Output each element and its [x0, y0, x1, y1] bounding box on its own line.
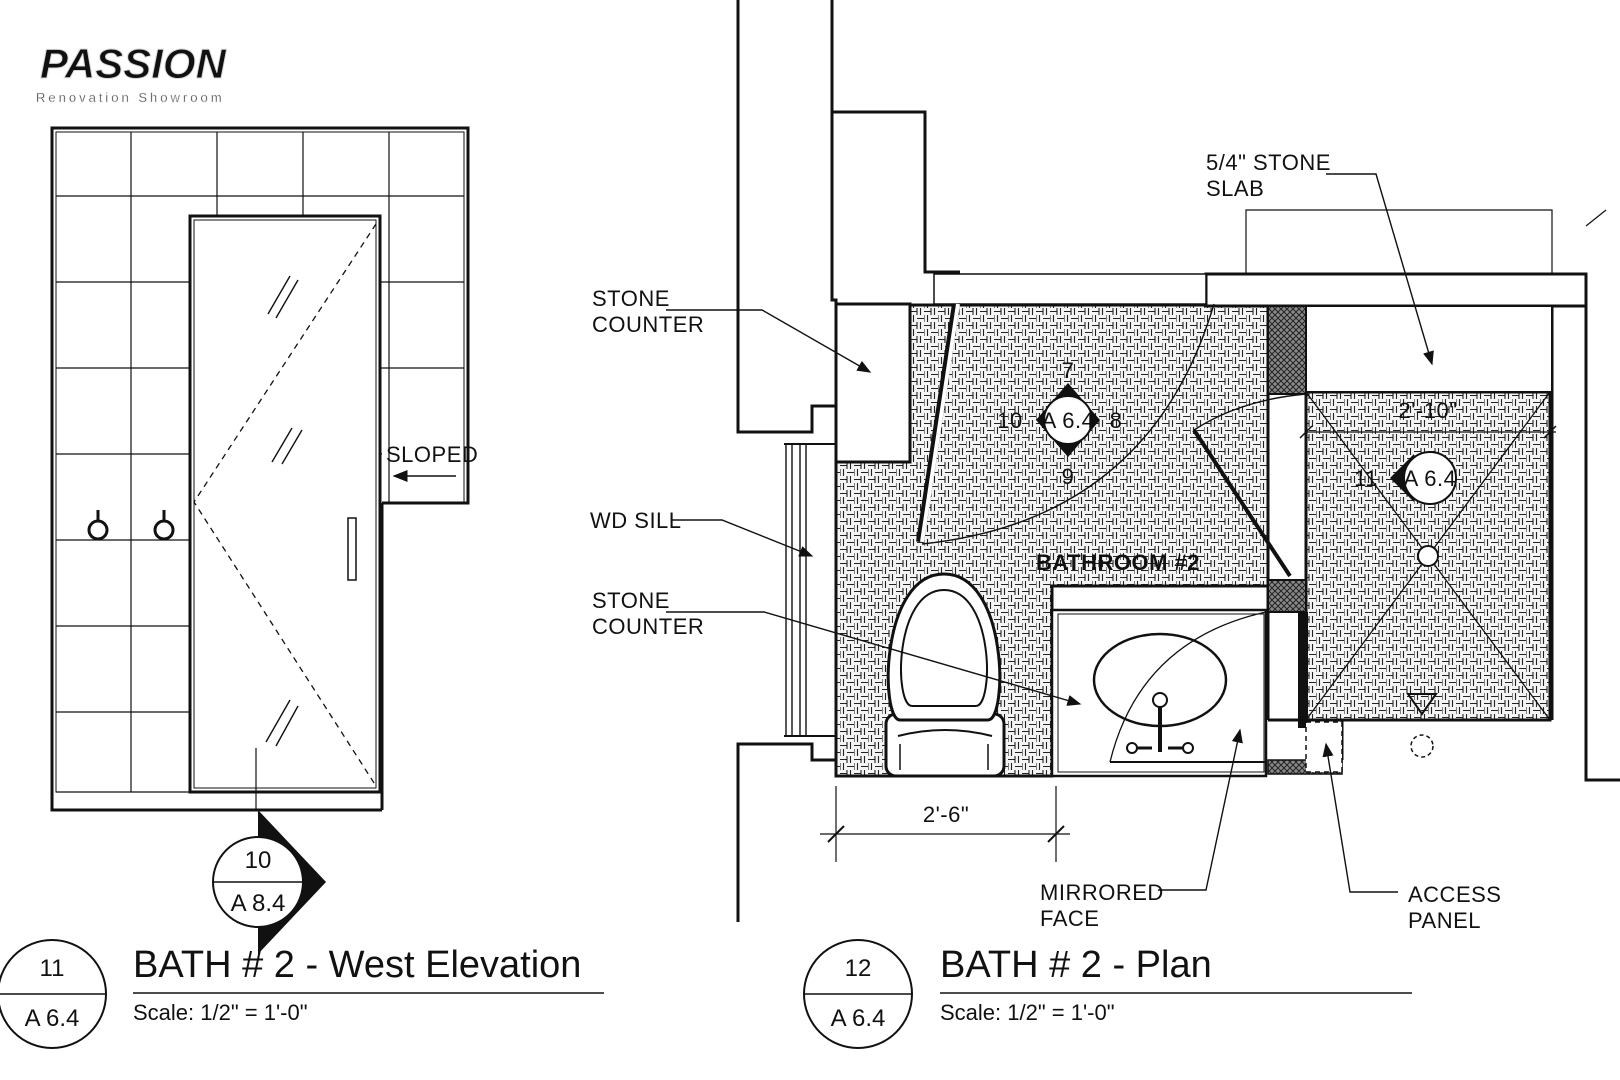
section-marker-number: 10	[245, 847, 272, 874]
view-title: BATH # 2 - West Elevation	[133, 944, 581, 986]
glass-shower-door	[188, 214, 382, 794]
access-panel-line2: PANEL	[1408, 908, 1481, 933]
wd-sill-text: WD SILL	[590, 508, 682, 533]
elevation-marker-west: 10	[997, 408, 1022, 433]
shower-glass-door	[1192, 428, 1292, 578]
plan-view-scale: Scale: 1/2" = 1'-0"	[940, 1000, 1115, 1025]
shower-elevation-marker: A 6.4 11	[1354, 451, 1457, 505]
mirrored-face-line2: FACE	[1040, 906, 1099, 931]
view-sheet: A 6.4	[25, 1005, 80, 1032]
exterior-wall-upper	[736, 0, 838, 434]
wall-hatch-upper	[1267, 305, 1307, 395]
shower-width-dimension: 2'-10"	[1299, 398, 1557, 439]
west-elevation-view: SLOPED 10 A 8.4 11 A 6.4 BATH # 2 - West…	[0, 126, 604, 1049]
stone-counter-upper	[834, 302, 912, 464]
label-mirrored-face: MIRRORED FACE	[1040, 728, 1243, 931]
plan-view-sheet: A 6.4	[831, 1005, 886, 1032]
plan-view-number: 12	[845, 955, 872, 982]
stone-counter-top-line2: COUNTER	[592, 312, 704, 337]
stone-slab-ledge	[1204, 272, 1588, 308]
shower-drain	[1417, 545, 1439, 567]
view-number: 11	[40, 955, 65, 982]
shower-marker-sheet: A 6.4	[1404, 466, 1457, 491]
door-handle	[347, 517, 357, 581]
mirror-cabinet-swing	[1109, 611, 1267, 763]
elevation-marker-sheet: A 6.4	[1042, 408, 1095, 433]
section-marker-sheet: A 8.4	[231, 890, 286, 917]
shower-valve-right	[153, 510, 175, 541]
label-stone-counter-top: STONE COUNTER	[592, 286, 872, 373]
sink-faucet	[1126, 692, 1194, 754]
bathroom-plan-view: A 6.4 7 9 10 8 A 6.4 11 BATHROOM #2 2'-1…	[590, 0, 1620, 1049]
west-elevation-title-block: 11 A 6.4 BATH # 2 - West Elevation Scale…	[0, 939, 604, 1049]
vanity-width-dimension: 2'-6"	[820, 786, 1070, 862]
shower-valve-left	[87, 510, 109, 541]
shower-marker-number: 11	[1354, 466, 1378, 491]
door-swing-indicator	[193, 223, 377, 787]
elevation-marker-north: 7	[1062, 358, 1075, 383]
passion-watermark-logo: PASSION Renovation Showroom	[36, 40, 228, 106]
sloped-label: SLOPED	[386, 442, 478, 467]
entry-door-swing	[921, 303, 1215, 545]
watermark-brand: PASSION	[40, 40, 228, 87]
shower-width-text: 2'-10"	[1398, 398, 1457, 423]
toilet	[884, 572, 1006, 778]
glass-reflection-marks	[265, 275, 303, 747]
access-panel-line1: ACCESS	[1408, 882, 1501, 907]
plan-title-block: 12 A 6.4 BATH # 2 - Plan Scale: 1/2" = 1…	[803, 939, 1412, 1049]
room-name: BATHROOM #2	[1036, 550, 1200, 575]
elevation-marker-east: 8	[1110, 408, 1123, 433]
watermark-tagline: Renovation Showroom	[36, 90, 225, 105]
stone-counter-bottom-line1: STONE	[592, 588, 670, 613]
stone-counter-top-line1: STONE	[592, 286, 670, 311]
plan-view-title: BATH # 2 - Plan	[940, 944, 1212, 986]
exterior-wall-lower	[736, 742, 836, 922]
stone-slab-line1: 5/4" STONE	[1206, 150, 1331, 175]
label-access-panel: ACCESS PANEL	[1322, 742, 1501, 933]
window-wd-sill	[784, 443, 836, 737]
wall-hatch-lower	[1267, 579, 1307, 613]
mirrored-face-line1: MIRRORED	[1040, 880, 1164, 905]
label-stone-slab: 5/4" STONE SLAB	[1206, 150, 1434, 366]
label-wd-sill: WD SILL	[590, 508, 814, 557]
interior-elevation-marker: A 6.4 7 9 10 8	[997, 358, 1122, 489]
vanity-width-text: 2'-6"	[923, 802, 969, 827]
shower-head-symbol	[1406, 693, 1438, 716]
stone-slab-line2: SLAB	[1206, 176, 1264, 201]
elevation-marker-south: 9	[1062, 464, 1075, 489]
access-panel	[1305, 721, 1343, 773]
label-stone-counter-bottom: STONE COUNTER	[592, 588, 1082, 706]
view-scale: Scale: 1/2" = 1'-0"	[133, 1000, 308, 1025]
section-marker-10: 10 A 8.4	[212, 810, 326, 954]
stone-counter-bottom-line2: COUNTER	[592, 614, 704, 639]
